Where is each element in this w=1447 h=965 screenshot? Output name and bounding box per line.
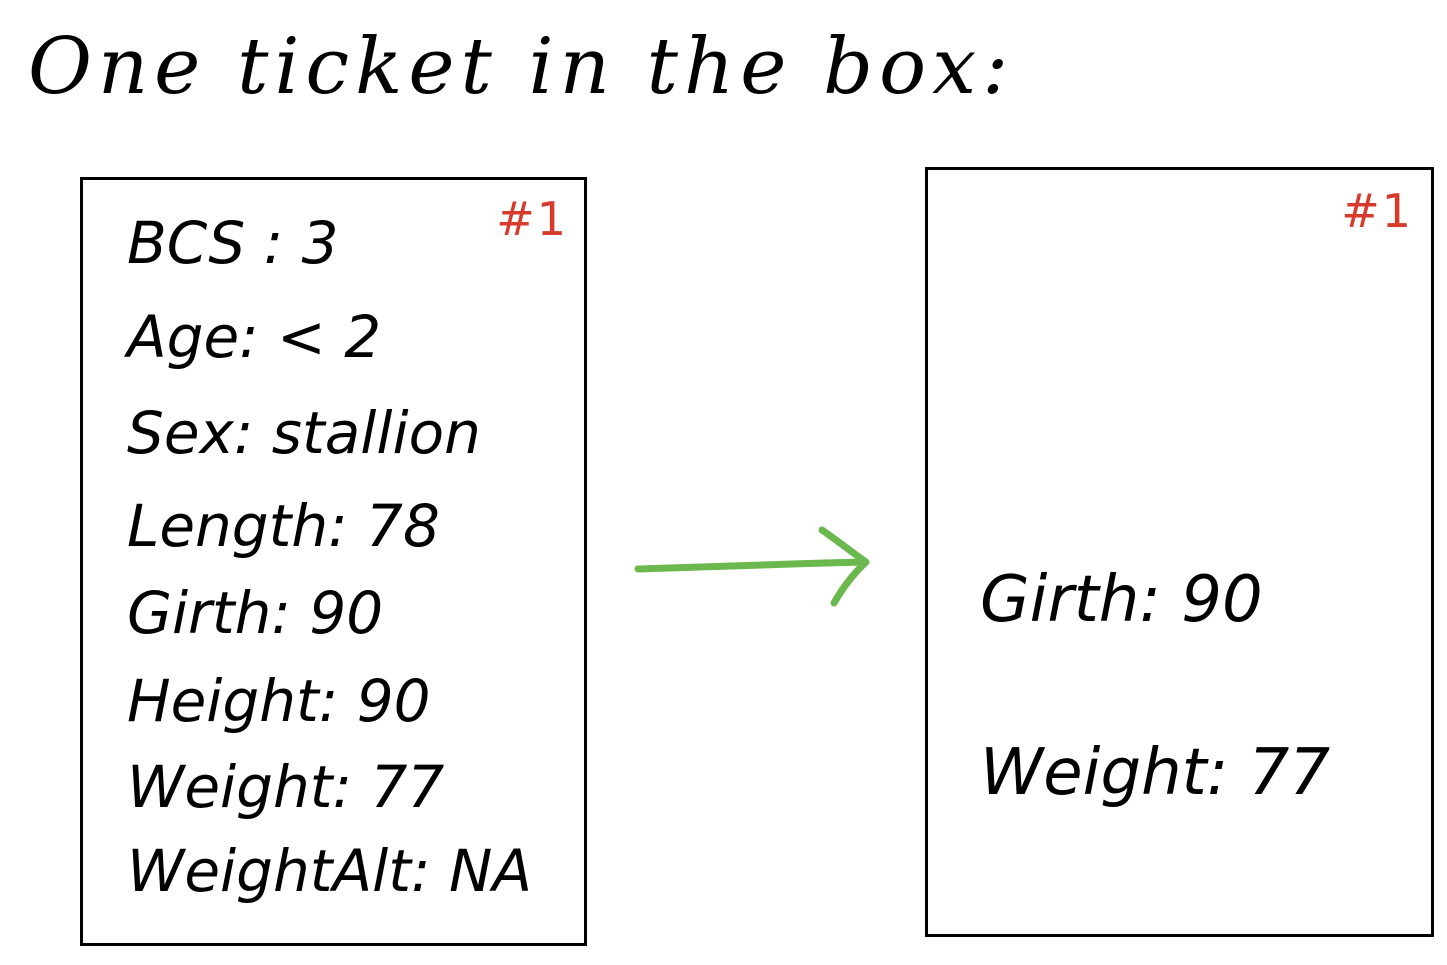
- ticket-field-girth: Girth: 90: [127, 579, 384, 647]
- ticket-field-age: Age: < 2: [127, 303, 382, 371]
- right-arrow-icon: [634, 526, 870, 607]
- ticket-field-girth: Girth: 90: [980, 563, 1263, 637]
- ticket-field-length: Length: 78: [127, 492, 440, 560]
- ticket-field-weightalt: WeightAlt: NA: [127, 837, 533, 905]
- selected-ticket: #1 Girth: 90 Weight: 77: [925, 167, 1434, 937]
- ticket-field-sex: Sex: stallion: [127, 399, 481, 467]
- diagram-title: One ticket in the box:: [28, 22, 1015, 112]
- ticket-field-weight: Weight: 77: [127, 753, 445, 821]
- ticket-number: #1: [496, 192, 568, 246]
- ticket-number: #1: [1341, 184, 1413, 238]
- ticket-field-weight: Weight: 77: [980, 736, 1331, 810]
- original-ticket: #1 BCS : 3 Age: < 2 Sex: stallion Length…: [80, 177, 587, 946]
- ticket-field-bcs: BCS : 3: [127, 209, 339, 277]
- ticket-field-height: Height: 90: [127, 667, 431, 735]
